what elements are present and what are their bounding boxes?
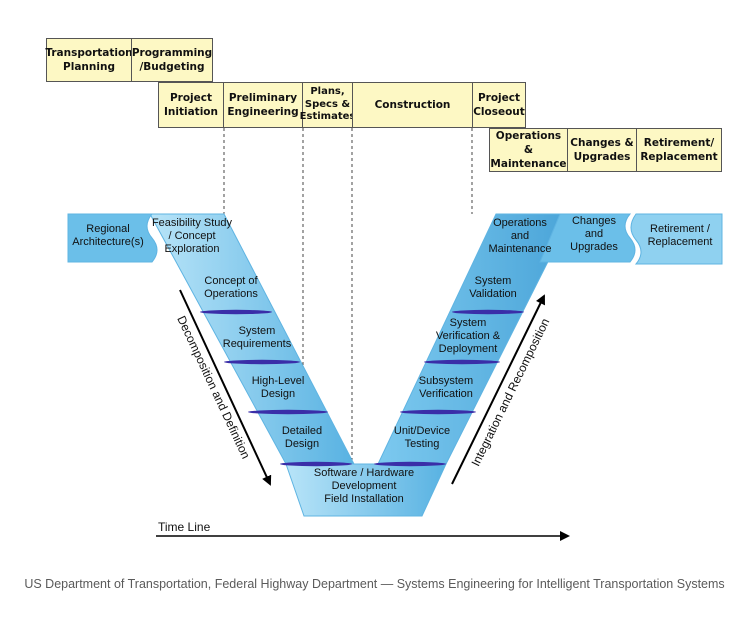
integration-arrow <box>451 294 545 485</box>
phase-preliminary-engineering: Preliminary Engineering <box>223 82 303 128</box>
phase-construction: Construction <box>352 82 473 128</box>
v-dividers <box>200 309 524 467</box>
decomposition-arrow <box>179 289 272 486</box>
figure-caption: US Department of Transportation, Federal… <box>24 577 725 591</box>
phase-programming-budgeting: Programming /Budgeting <box>131 38 213 82</box>
phase-transportation-planning: Transportation Planning <box>45 38 133 82</box>
phase-project-initiation: Project Initiation <box>158 82 224 128</box>
phase-retirement-replacement: Retirement/ Replacement <box>636 128 722 172</box>
phase-operations-maintenance: Operations & Maintenance <box>489 128 568 172</box>
phase-plans-specs-estimates: Plans, Specs & Estimates <box>300 82 355 128</box>
changes-upgrades-block <box>539 213 636 263</box>
phase-changes-upgrades: Changes & Upgrades <box>567 128 637 172</box>
time-line-label: Time Line <box>158 520 211 534</box>
phase-guide-lines <box>223 128 473 468</box>
regional-architecture-block <box>67 213 158 263</box>
v-label-retirement-replacement: Retirement /Replacement <box>648 223 713 248</box>
retirement-replacement-block <box>630 213 723 265</box>
phase-project-closeout: Project Closeout <box>472 82 526 128</box>
